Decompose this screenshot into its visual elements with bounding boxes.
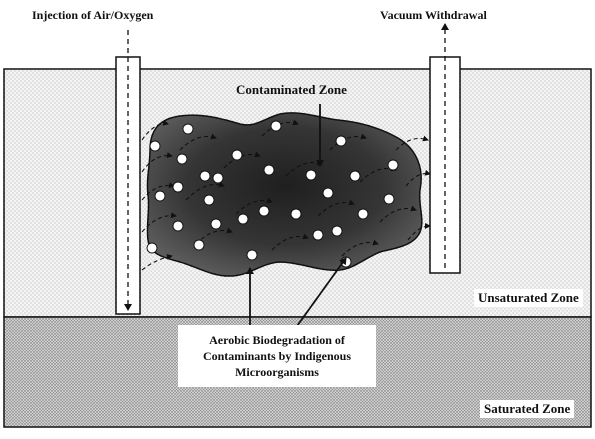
injection-label: Injection of Air/Oxygen bbox=[32, 8, 154, 22]
contaminated-zone-label: Contaminated Zone bbox=[236, 82, 347, 97]
vacuum-label: Vacuum Withdrawal bbox=[380, 8, 487, 22]
biodegradation-pointer-right bbox=[291, 257, 347, 334]
oxygen-bubbles bbox=[146, 120, 399, 268]
contaminant-plume bbox=[146, 112, 423, 277]
saturated-zone-label: Saturated Zone bbox=[480, 400, 575, 418]
unsaturated-zone-label: Unsaturated Zone bbox=[474, 289, 583, 307]
callout-line-1: Aerobic Biodegradation of bbox=[209, 333, 345, 347]
callout-line-2: Contaminants by Indigenous bbox=[202, 349, 352, 363]
callout-line-3: Microorganisms bbox=[235, 365, 319, 379]
biodegradation-callout: Aerobic Biodegradation of Contaminants b… bbox=[178, 325, 376, 387]
